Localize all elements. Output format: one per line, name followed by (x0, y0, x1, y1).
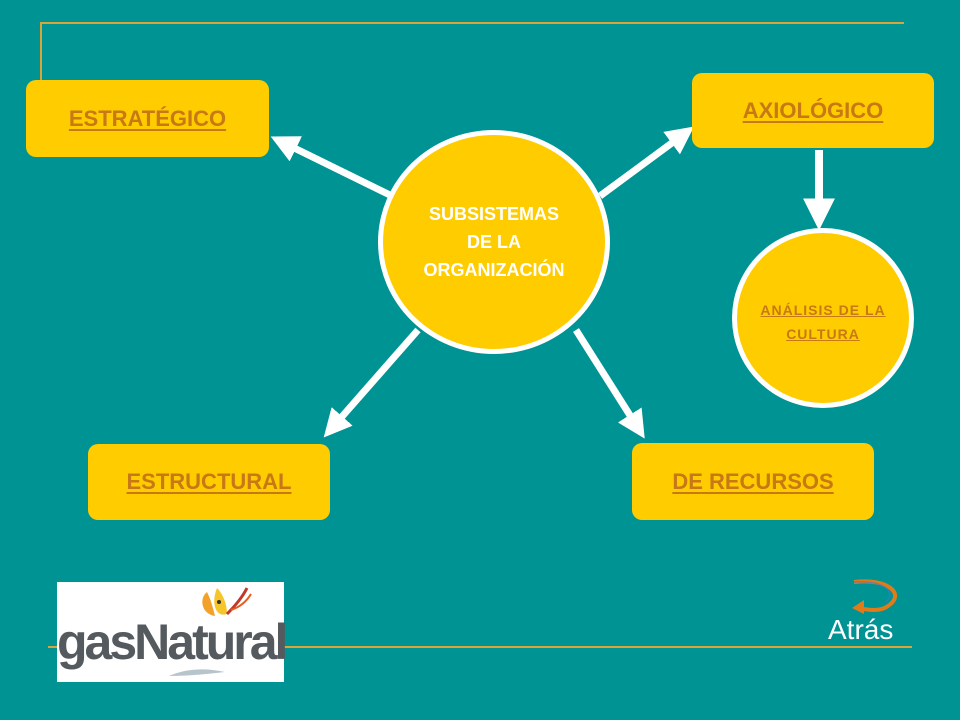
curved-return-arrow-icon[interactable] (848, 576, 906, 616)
node-estructural[interactable]: ESTRUCTURAL (88, 444, 330, 520)
center-line-2: DE LA (467, 232, 521, 252)
center-line-3: ORGANIZACIÓN (423, 260, 565, 280)
arrow-to-estructural (323, 327, 421, 438)
link-axiologico[interactable]: AXIOLÓGICO (742, 97, 884, 123)
arrow-to-axiologico (597, 126, 695, 199)
node-cultura[interactable]: ANÁLISIS DE LA CULTURA (732, 228, 914, 408)
top-rule (40, 22, 904, 24)
left-rule (40, 22, 42, 82)
link-cultura-line-1[interactable]: ANÁLISIS DE LA (760, 302, 886, 318)
bottom-rule (48, 646, 912, 648)
arrow-to-recursos (573, 328, 645, 439)
link-recursos[interactable]: DE RECURSOS (672, 468, 834, 494)
node-recursos[interactable]: DE RECURSOS (632, 443, 874, 520)
node-axiologico[interactable]: AXIOLÓGICO (692, 73, 934, 148)
arrow-to-estrategico (270, 136, 394, 200)
gas-natural-logo: gasNatural (57, 582, 288, 682)
logo-text: gasNatural (57, 614, 288, 670)
node-estrategico[interactable]: ESTRATÉGICO (26, 80, 269, 157)
link-cultura-line-2[interactable]: CULTURA (786, 326, 860, 342)
back-link[interactable]: Atrás (828, 614, 894, 645)
logo-swoosh (169, 669, 225, 676)
center-node: SUBSISTEMAS DE LA ORGANIZACIÓN (378, 130, 610, 354)
center-line-1: SUBSISTEMAS (428, 204, 560, 224)
butterfly-icon (202, 587, 252, 616)
link-estructural[interactable]: ESTRUCTURAL (126, 469, 292, 494)
link-estrategico[interactable]: ESTRATÉGICO (68, 105, 227, 131)
